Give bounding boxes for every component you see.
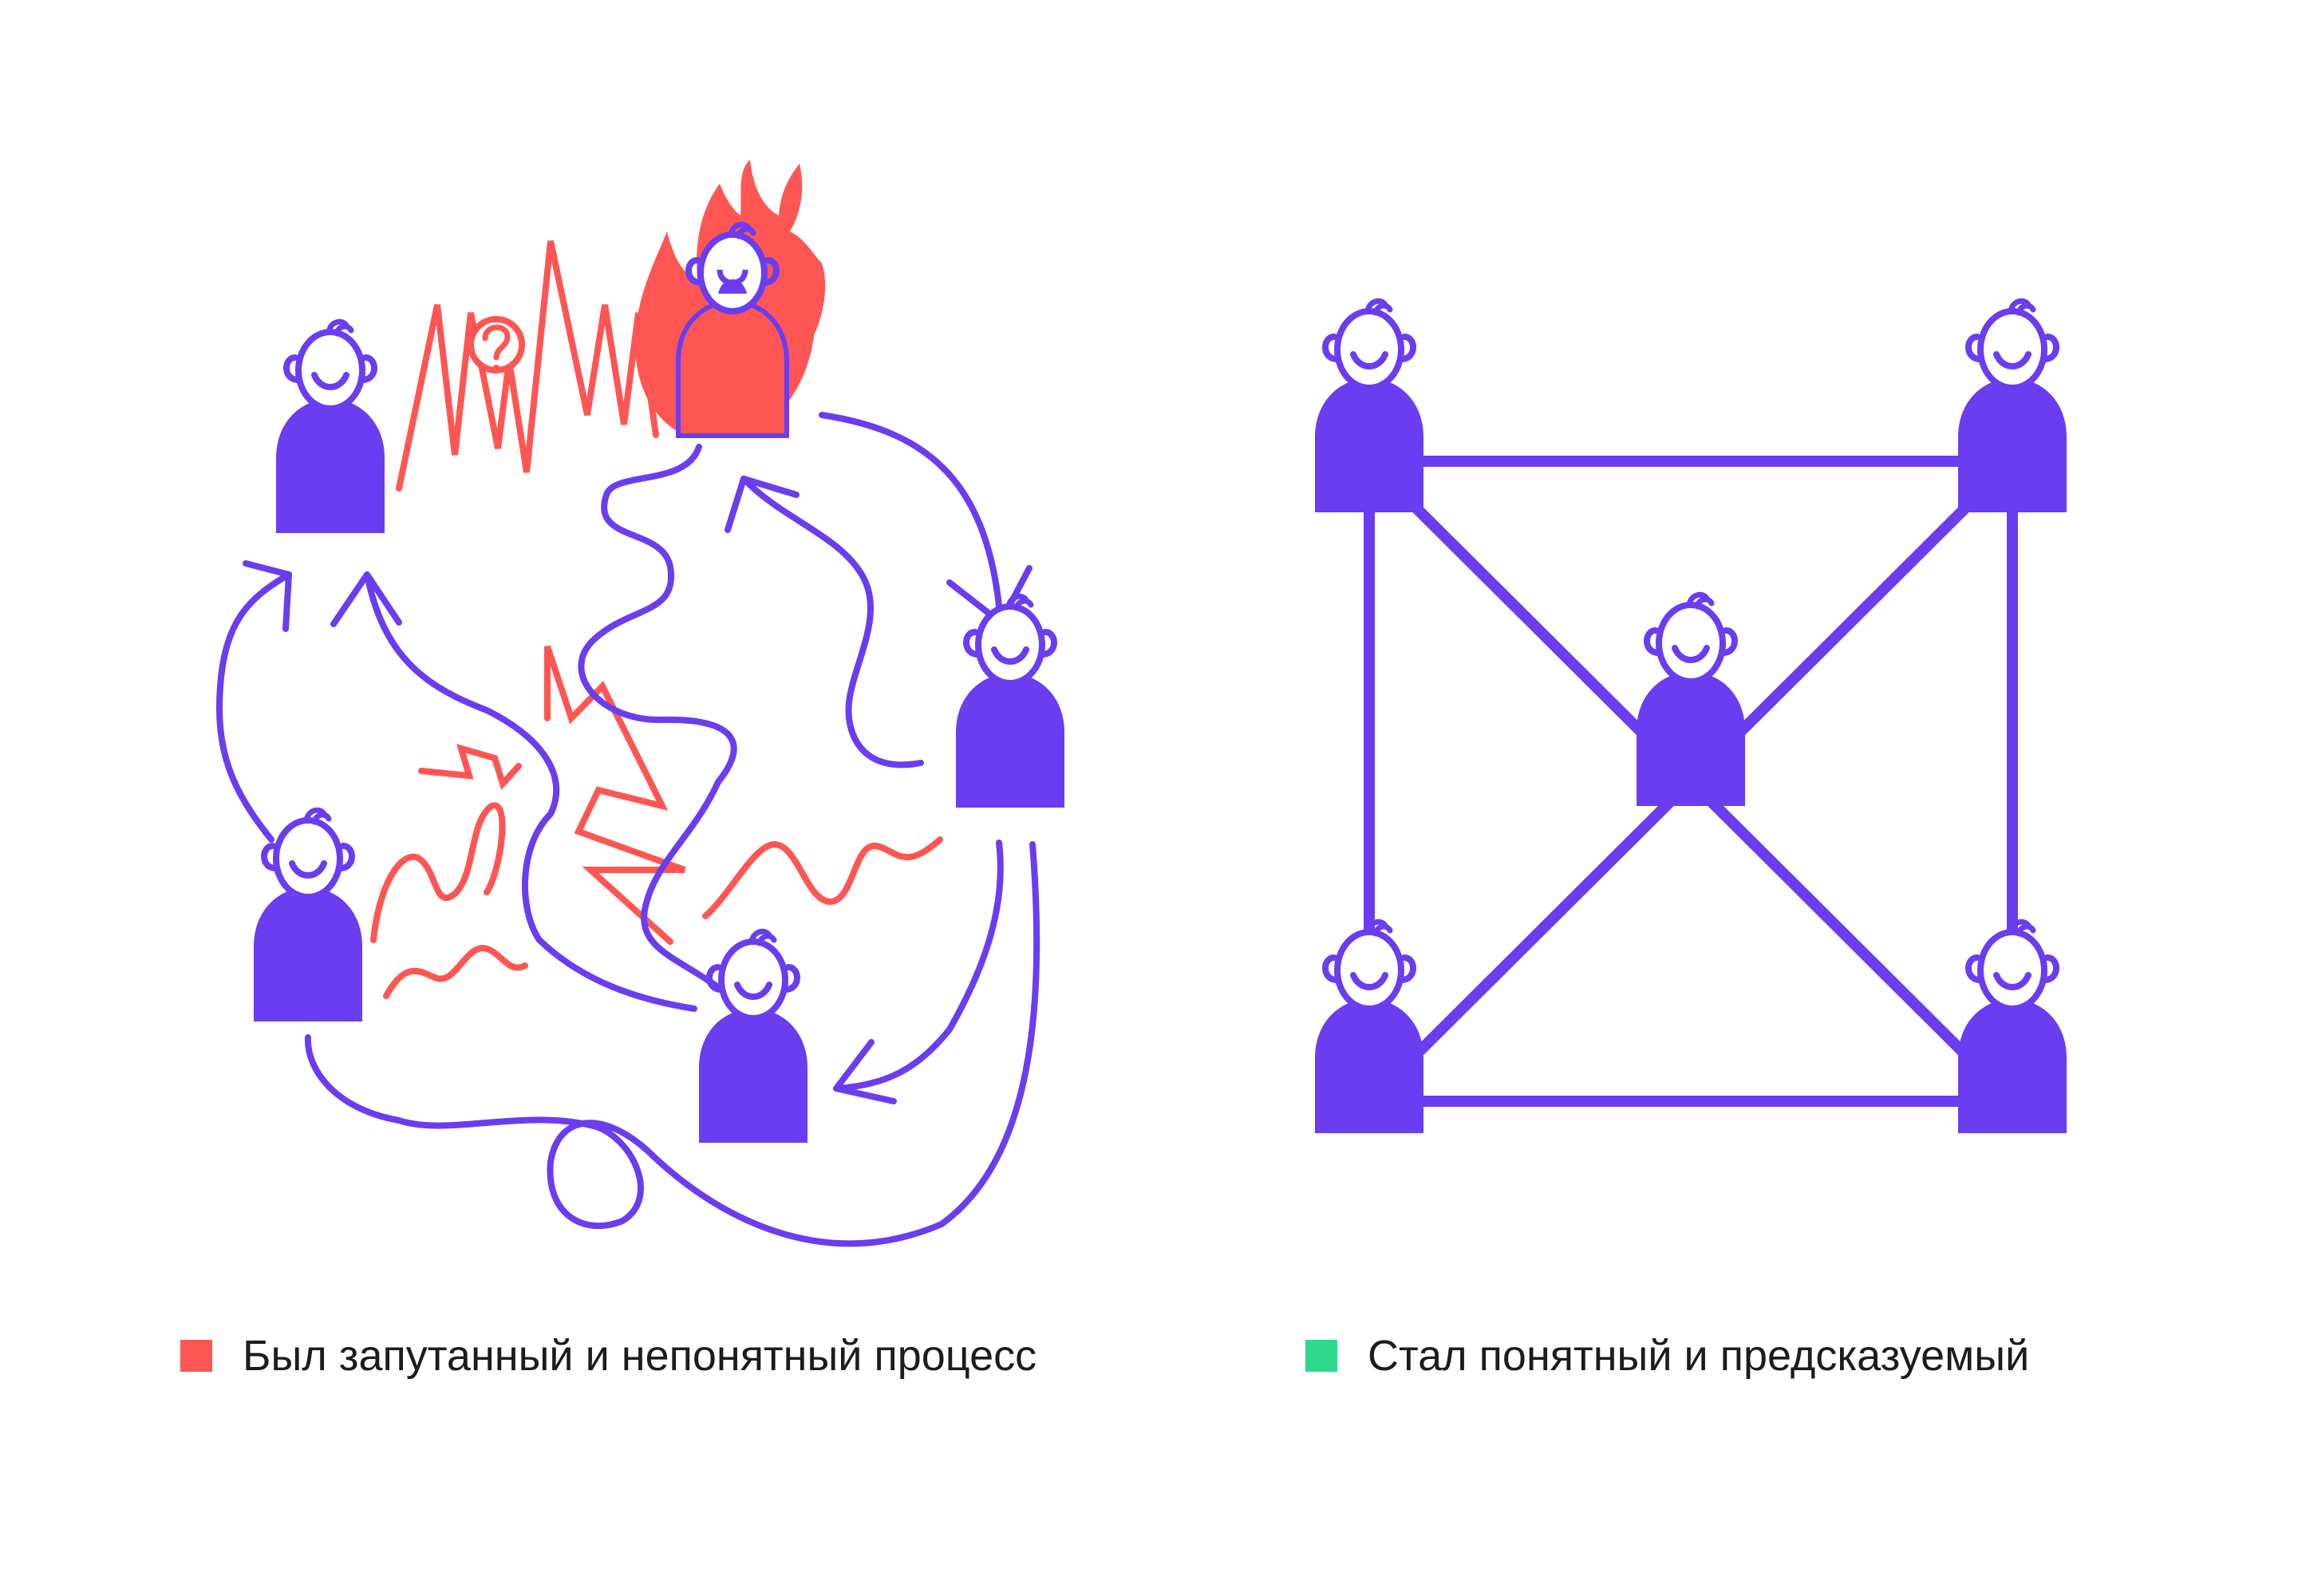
squiggle-icon [383,944,528,999]
legend-label-before: Был запутанный и непонятный процесс [243,1332,1037,1380]
person-icon [1958,301,2067,512]
question-icon [468,316,525,373]
person-icon [276,322,385,533]
arrow-icon [740,476,924,768]
chaotic-process-diagram [215,160,1064,1247]
person-icon [699,931,807,1143]
person-icon-upset [676,221,789,438]
legend-swatch-red [180,1340,212,1372]
legend-item-after: Стал понятный и предсказуемый [1305,1331,2029,1381]
legend-swatch-green [1305,1340,1337,1372]
arrow-icon [819,412,1004,626]
squiggle-icon [370,802,506,943]
zigzag-icon [544,645,686,945]
person-icon [1315,922,1423,1133]
arrow-icon [364,571,697,1012]
zigzag-icon [418,744,522,790]
zigzag-icon [396,240,659,492]
arrow-icon [833,1039,897,1104]
person-icon [1637,595,1745,806]
arrow-icon [243,560,292,632]
arrow-icon [725,476,800,533]
structured-process-diagram [1315,301,2067,1133]
arrow-icon [833,839,1004,1092]
arrow-icon [330,571,402,627]
person-icon [1315,301,1423,512]
squiggle-icon [702,836,943,919]
legend-item-before: Был запутанный и непонятный процесс [180,1331,1036,1381]
arrow-icon [215,571,292,843]
arrow-icon [578,444,737,993]
person-icon [1958,922,2067,1133]
legend-label-after: Стал понятный и предсказуемый [1368,1332,2030,1380]
arrow-icon [304,841,1040,1247]
person-icon [956,596,1064,808]
